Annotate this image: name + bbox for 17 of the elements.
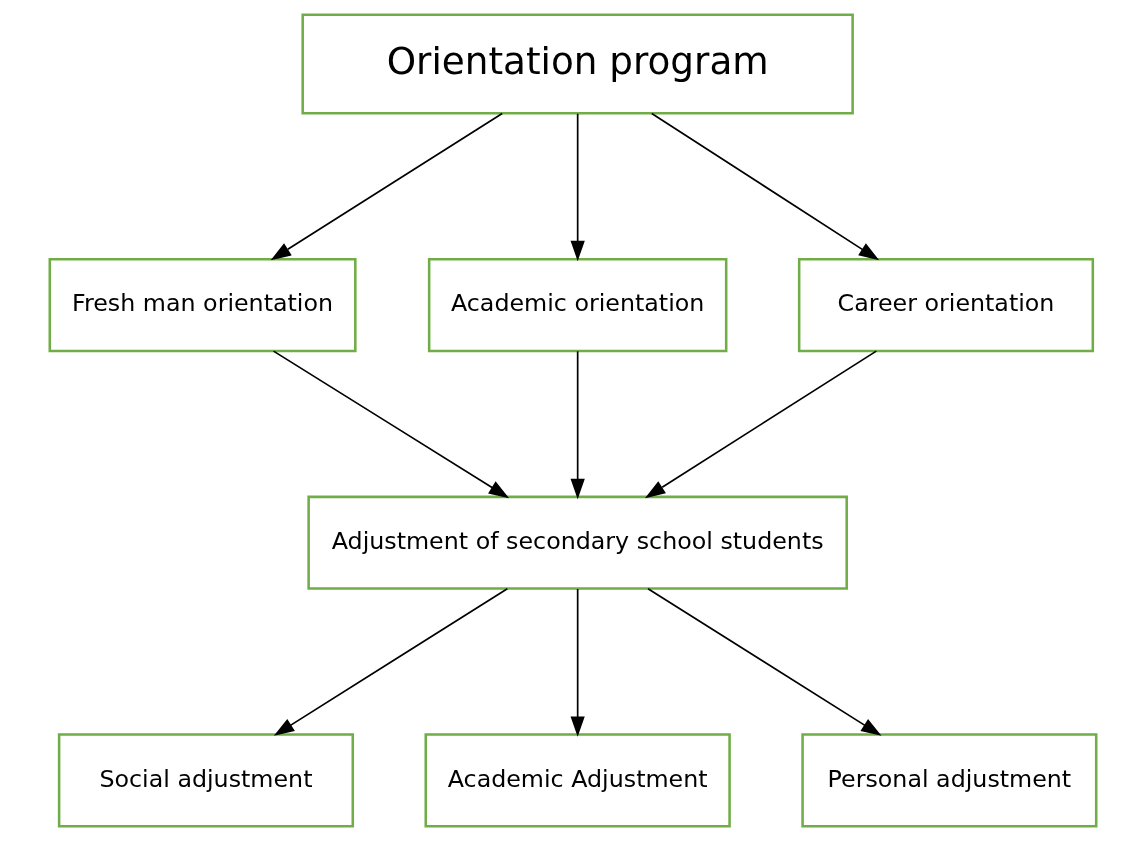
node-box: Personal adjustment <box>800 733 1097 828</box>
node-box: Career orientation <box>797 257 1094 353</box>
arrow <box>570 588 585 737</box>
node-box: Social adjustment <box>57 733 354 828</box>
arrow <box>272 350 509 499</box>
node-box: Academic orientation <box>427 257 727 353</box>
arrow <box>570 350 585 500</box>
node-box: Fresh man orientation <box>48 257 357 353</box>
arrow <box>650 112 879 261</box>
arrow <box>270 112 503 261</box>
arrow <box>646 587 881 736</box>
node-box: Adjustment of secondary school students <box>306 495 848 590</box>
arrow <box>570 113 585 262</box>
node-box: Orientation program <box>300 13 854 115</box>
arrow <box>644 350 877 499</box>
node-box: Academic Adjustment <box>423 733 731 828</box>
arrow <box>273 587 508 736</box>
